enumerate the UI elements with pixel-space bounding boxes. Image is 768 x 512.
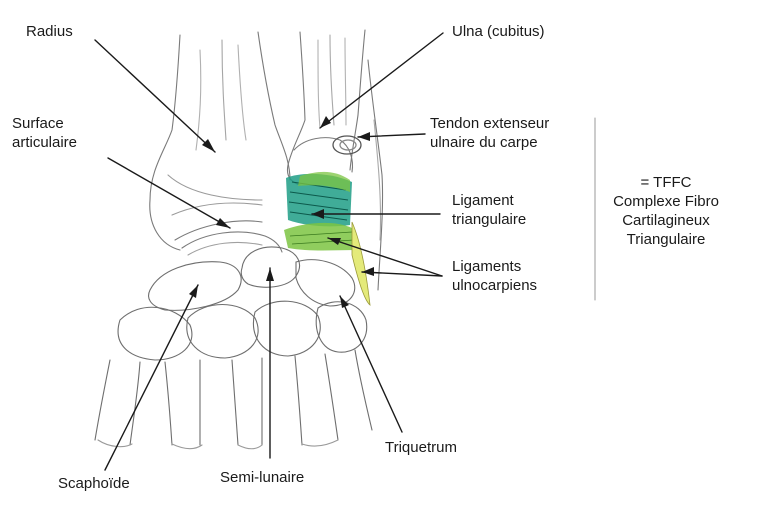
leader-ulna <box>319 32 444 129</box>
label-surface-line-2: articulaire <box>12 134 78 151</box>
leader-ulno-2 <box>361 271 443 277</box>
arrowhead-tendon <box>358 132 370 141</box>
label-surface-articulaire: Surface articulaire <box>12 114 77 152</box>
label-triquetrum-text: Triquetrum <box>385 439 457 456</box>
leader-ulno-1 <box>327 237 443 277</box>
leader-surface <box>107 157 231 229</box>
arrowhead-ligament-tri <box>312 209 324 219</box>
radius-bone-sketch <box>149 31 291 256</box>
ulnocarpal-ligaments <box>284 221 371 306</box>
label-semilunaire-text: Semi-lunaire <box>220 469 305 486</box>
label-ulna: Ulna (cubitus) <box>452 22 545 41</box>
label-surface-line-1: Surface <box>12 115 64 132</box>
label-tendon: Tendon extenseur ulnaire du carpe <box>430 114 549 152</box>
label-scaphoide: Scaphoïde <box>58 474 130 493</box>
label-tffc-line-1: = TFFC <box>640 174 692 191</box>
arrowhead-ulno-2 <box>362 267 374 276</box>
label-ligaments-ulnocarpiens: Ligaments ulnocarpiens <box>452 257 537 295</box>
label-tffc-line-2: Complexe Fibro <box>613 193 719 210</box>
arrowhead-triquetrum <box>340 296 349 308</box>
label-tffc-line-3: Cartilagineux <box>622 212 710 229</box>
label-ligament-triangulaire: Ligament triangulaire <box>452 191 526 229</box>
arrowhead-radius <box>202 139 215 152</box>
label-triquetrum: Triquetrum <box>385 438 457 457</box>
leader-scaphoide <box>104 284 199 471</box>
label-ligament-tri-line-2: triangulaire <box>452 211 527 228</box>
label-tffc-line-4: Triangulaire <box>626 231 706 248</box>
arrowhead-surface <box>216 218 230 228</box>
arrowhead-ulna <box>320 116 331 128</box>
leader-lines <box>94 32 596 471</box>
label-tffc: = TFFC Complexe Fibro Cartilagineux Tria… <box>606 173 726 249</box>
arrowhead-semilunaire <box>266 268 274 281</box>
label-tendon-line-2: ulnaire du carpe <box>430 134 538 151</box>
carpal-bones-sketch <box>94 246 373 450</box>
label-ulno-line-1: Ligaments <box>452 258 522 275</box>
triangular-ligament <box>286 171 352 227</box>
label-ulna-text: Ulna (cubitus) <box>452 23 545 40</box>
label-scaphoide-text: Scaphoïde <box>58 475 130 492</box>
label-ligament-tri-line-1: Ligament <box>452 192 514 209</box>
label-semi-lunaire: Semi-lunaire <box>220 468 304 487</box>
arrowhead-ulno-1 <box>328 238 341 245</box>
arrowhead-scaphoide <box>189 285 198 298</box>
label-ulno-line-2: ulnocarpiens <box>452 277 538 294</box>
leader-radius <box>94 39 216 153</box>
label-radius: Radius <box>26 22 73 41</box>
label-radius-text: Radius <box>26 23 73 40</box>
arrowheads <box>189 116 374 308</box>
leader-triquetrum <box>339 295 403 433</box>
label-tendon-line-1: Tendon extenseur <box>430 115 550 132</box>
tendon-ring-sketch <box>332 135 362 155</box>
